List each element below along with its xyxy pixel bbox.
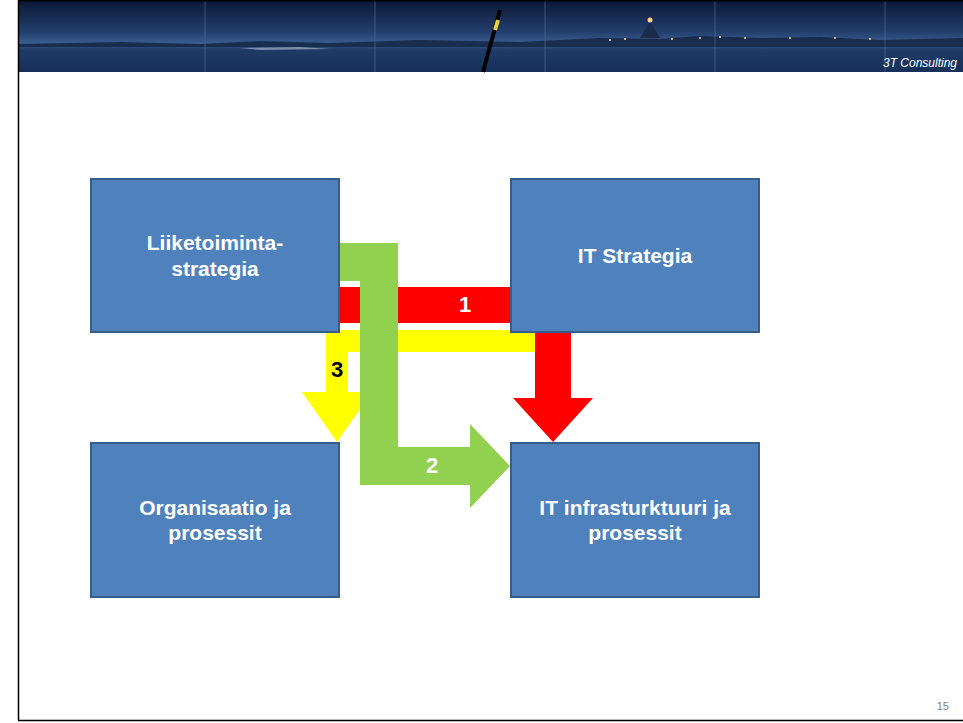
callout-number: 3 <box>328 358 346 382</box>
tower-silhouette <box>640 22 660 38</box>
box-label: IT infrasturktuuri ja prosessit <box>528 495 743 545</box>
process-box: Organisaatio ja prosessit <box>90 442 340 598</box>
city-lights <box>609 36 871 41</box>
flow-arrow <box>340 262 510 508</box>
callout-number: 2 <box>423 454 441 478</box>
process-box: IT infrasturktuuri ja prosessit <box>510 442 760 598</box>
arrow-head <box>470 424 510 508</box>
banner-dividers <box>205 0 885 72</box>
pole-band <box>495 20 498 30</box>
slide-frame <box>18 0 20 720</box>
process-box: Liiketoiminta- strategia <box>90 178 340 333</box>
flow-arrow <box>302 333 530 442</box>
slide-frame <box>18 720 963 722</box>
callout-number: 1 <box>456 293 474 317</box>
process-box: IT Strategia <box>510 178 760 333</box>
slide-frame <box>18 0 963 2</box>
banner-photo <box>18 0 963 72</box>
page-number: 15 <box>937 700 949 712</box>
pole <box>483 10 500 72</box>
brand-name: 3T Consulting <box>883 56 957 70</box>
box-label: IT Strategia <box>578 243 692 268</box>
arrow-shaft <box>340 262 470 466</box>
ice-patch <box>240 47 330 50</box>
arrow-head <box>513 398 593 442</box>
tower-light <box>648 18 653 23</box>
box-label: Organisaatio ja prosessit <box>115 495 315 545</box>
box-label: Liiketoiminta- strategia <box>133 230 298 280</box>
